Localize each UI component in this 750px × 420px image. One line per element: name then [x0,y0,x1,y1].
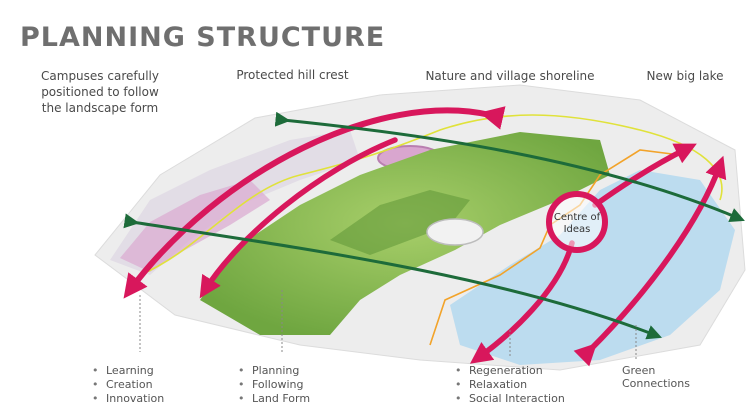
bullet-list-learning: Learning Creation Innovation [92,364,164,406]
label-lake: New big lake [646,69,724,83]
green-arrow-north [274,111,745,223]
amphitheatre [426,218,484,246]
bullet-item: Innovation [92,392,164,406]
label-centre-of-ideas: Centre of Ideas [553,212,601,235]
label-shoreline: Nature and village shoreline [425,69,595,83]
green-arrow-south [123,213,662,340]
label-hill-crest: Protected hill crest [236,68,349,82]
label-green-connections: Green Connections [622,364,690,390]
bullet-item: Regeneration [455,364,565,378]
label-campuses: Campuses carefully positioned to follow … [41,69,159,115]
page-title: PLANNING STRUCTURE [20,22,386,53]
bullet-item: Planning [238,364,310,378]
bullet-item: Following [238,378,310,392]
bullet-item: Learning [92,364,164,378]
bullet-item: Creation [92,378,164,392]
bullet-item: Social Interaction [455,392,565,406]
bullet-list-regeneration: Regeneration Relaxation Social Interacti… [455,364,565,406]
bullet-item: Land Form [238,392,310,406]
bullet-item: Relaxation [455,378,565,392]
bullet-list-planning: Planning Following Land Form [238,364,310,406]
